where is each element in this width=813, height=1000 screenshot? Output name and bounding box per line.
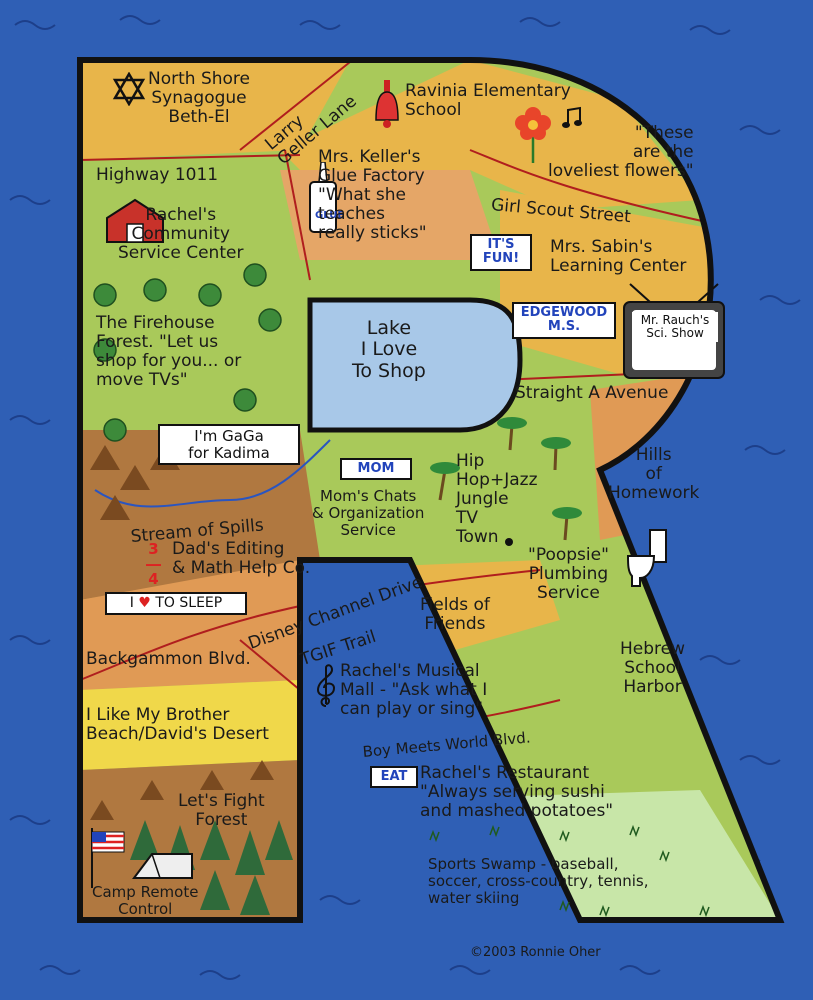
moms-chats-label: Mom's Chats & Organization Service — [312, 487, 425, 539]
toilet-icon — [626, 529, 667, 587]
hip-hop-jungle-label: Hip Hop+Jazz Jungle TV Town — [456, 451, 538, 548]
restaurant-label: Rachel's Restaurant "Always serving sush… — [420, 763, 614, 822]
synagogue-label: North Shore Synagogue Beth-El — [148, 69, 250, 128]
kadima-sign: I'm GaGa for Kadima — [158, 424, 300, 465]
edgewood-sign: EDGEWOOD M.S. — [512, 302, 616, 339]
fraction-top: 3 — [148, 540, 159, 558]
musical-mall-label: Rachel's Musical Mall - "Ask what I can … — [340, 661, 488, 720]
glue-label: GLUE — [315, 210, 345, 221]
brother-beach-label: I Like My Brother Beach/David's Desert — [86, 705, 269, 745]
community-center-label: Rachel's Community Service Center — [118, 205, 244, 264]
town-dot — [505, 538, 513, 546]
lets-fight-forest-label: Let's Fight Forest — [178, 791, 265, 831]
tree-icon — [93, 263, 282, 442]
flowers-label: "These are the loveliest flowers" — [548, 123, 694, 182]
firehouse-forest-label: The Firehouse Forest. "Let us shop for y… — [96, 313, 242, 391]
sleep-banner-pre: I — [129, 595, 134, 611]
sleep-banner: I ♥ TO SLEEP — [105, 592, 247, 616]
dads-editing-label: Dad's Editing & Math Help Co. — [172, 539, 311, 579]
star-of-david-icon — [112, 72, 146, 106]
letter-r-outline — [77, 57, 785, 923]
its-fun-sign: IT'S FUN! — [470, 234, 532, 271]
lake-label: Lake I Love To Shop — [352, 317, 426, 382]
glue-factory-label: Mrs. Keller's Glue Factory "What she tea… — [318, 147, 427, 244]
tent-icon — [132, 853, 193, 879]
glue-bottle-icon — [309, 162, 337, 233]
heart-icon: ♥ — [138, 595, 151, 611]
sleep-banner-post: TO SLEEP — [155, 595, 223, 611]
treble-clef-icon — [316, 664, 336, 707]
copyright-label: ©2003 Ronnie Oher — [470, 945, 601, 960]
fraction-bottom: 4 — [148, 570, 159, 588]
flower-icon — [515, 107, 551, 163]
bell-icon — [375, 80, 399, 128]
fraction-icon: 3―4 — [146, 540, 161, 588]
backgammon-blvd-label: Backgammon Blvd. — [86, 649, 251, 669]
music-note-icon — [562, 106, 582, 128]
eat-sign: EAT — [370, 766, 418, 789]
fields-of-friends-label: Fields of Friends — [420, 595, 490, 635]
barn-icon — [106, 198, 164, 243]
flag-icon — [91, 828, 125, 888]
camp-remote-control-label: Camp Remote Control — [92, 883, 199, 918]
water-waves — [9, 15, 801, 980]
straight-a-avenue-label: Straight A Avenue — [515, 383, 669, 403]
hills-of-homework-label: Hills of Homework — [608, 445, 700, 504]
lake-shape — [307, 297, 523, 433]
sci-show-sign: Mr. Rauch's Sci. Show — [632, 312, 718, 343]
mom-sign: MOM — [340, 458, 412, 481]
hebrew-school-harbor-label: Hebrew School Harbor — [620, 639, 686, 698]
ravinia-school-label: Ravinia Elementary School — [405, 81, 571, 121]
palm-tree-icon — [430, 417, 582, 541]
poopsie-plumbing-label: "Poopsie" Plumbing Service — [528, 545, 609, 604]
highway-label: Highway 1011 — [96, 165, 219, 185]
learning-center-label: Mrs. Sabin's Learning Center — [550, 237, 687, 277]
grass-tufts — [429, 824, 710, 918]
sports-swamp-label: Sports Swamp - baseball, soccer, cross-c… — [428, 855, 649, 907]
